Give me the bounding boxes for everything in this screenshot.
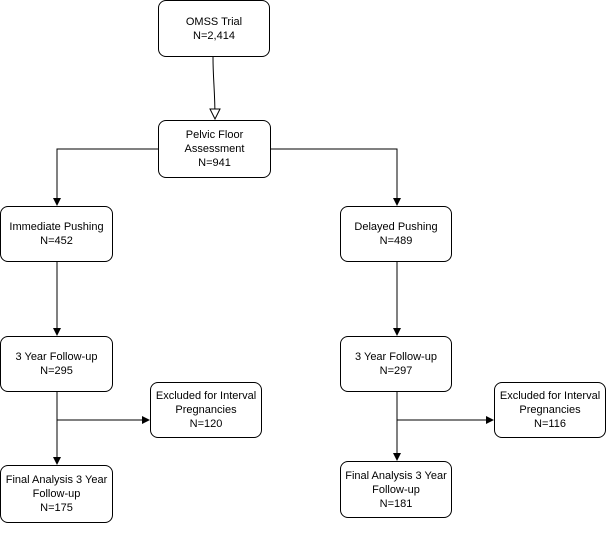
final-analysis-right-box: Final Analysis 3 Year Follow-up N=181 [340, 461, 452, 518]
followup-right-box: 3 Year Follow-up N=297 [340, 336, 452, 392]
omss-trial-count: N=2,414 [193, 29, 235, 42]
connector-omss-to-pelvic [213, 56, 215, 119]
excluded-left-count: N=120 [189, 418, 223, 430]
final-left-label-line1: Final Analysis 3 Year [5, 474, 108, 486]
connector-pelvic-to-delayed [271, 148, 401, 206]
excluded-left-label-line2: Pregnancies [175, 404, 237, 416]
followup-left-count: N=295 [40, 365, 73, 377]
immediate-pushing-label: Immediate Pushing [9, 221, 104, 233]
excluded-left-box: Excluded for Interval Pregnancies N=120 [150, 382, 262, 438]
delayed-pushing-count: N=489 [379, 235, 413, 247]
final-analysis-left-box: Final Analysis 3 Year Follow-up N=175 [0, 465, 113, 523]
followup-right-label: 3 Year Follow-up [355, 351, 437, 363]
immediate-pushing-count: N=452 [40, 235, 73, 247]
immediate-pushing-box: Immediate Pushing N=452 [0, 206, 113, 262]
delayed-pushing-box: Delayed Pushing N=489 [340, 206, 452, 262]
pelvic-floor-assessment-box: Pelvic Floor Assessment N=941 [158, 120, 271, 178]
omss-trial-box: OMSS Trial N=2,414 [158, 0, 270, 57]
pelvic-floor-label-line1: Pelvic Floor [185, 129, 244, 141]
excluded-right-box: Excluded for Interval Pregnancies N=116 [494, 382, 606, 438]
excluded-right-label-line2: Pregnancies [519, 404, 581, 416]
final-left-label-line2: Follow-up [32, 488, 81, 500]
excluded-right-count: N=116 [534, 418, 566, 430]
excluded-left-label-line1: Excluded for Interval [155, 390, 257, 402]
delayed-pushing-label: Delayed Pushing [354, 221, 438, 233]
final-right-label-line1: Final Analysis 3 Year [345, 469, 447, 482]
excluded-right-label-line1: Excluded for Interval [499, 390, 601, 402]
final-right-count: N=181 [379, 497, 413, 510]
followup-left-label: 3 Year Follow-up [15, 351, 98, 363]
final-right-label-line2: Follow-up [372, 483, 420, 496]
followup-right-count: N=297 [379, 365, 413, 377]
final-left-count: N=175 [40, 502, 73, 514]
pelvic-floor-label-line2: Assessment [184, 143, 245, 155]
pelvic-floor-count: N=941 [198, 157, 231, 169]
omss-trial-label: OMSS Trial [185, 15, 243, 28]
followup-left-box: 3 Year Follow-up N=295 [0, 336, 113, 392]
connector-pelvic-to-immediate [53, 148, 158, 206]
